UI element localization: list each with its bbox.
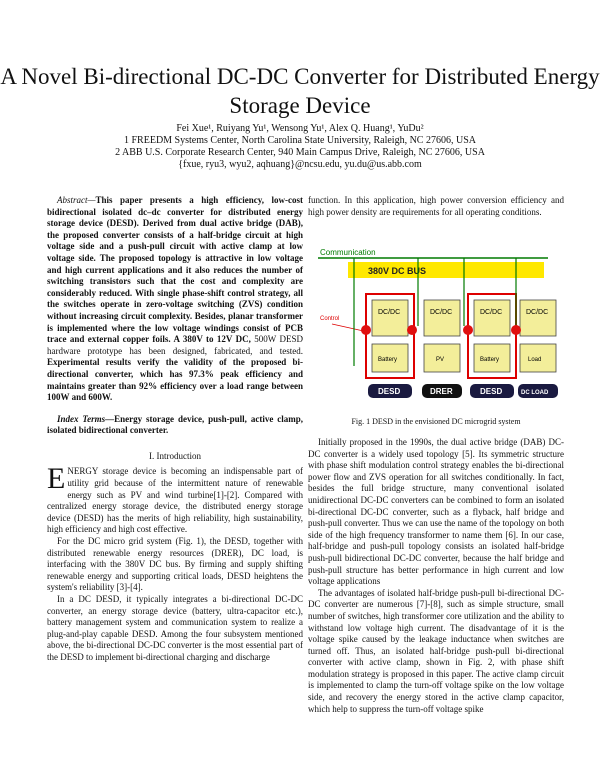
pv-label: PV: [436, 357, 444, 363]
author-names: Fei Xue¹, Ruiyang Yu¹, Wensong Yu¹, Alex…: [176, 123, 424, 134]
dc-bus-label: 380V DC BUS: [368, 266, 426, 276]
pv-box: [423, 343, 461, 373]
dcdc-box-3: [473, 299, 511, 337]
right-column-body: Initially proposed in the 1990s, the dua…: [308, 437, 564, 715]
battery-label-2: Battery: [480, 357, 499, 363]
load-box: [519, 343, 557, 373]
desd-outline-2: [467, 293, 517, 379]
desd-tag-label-1: DESD: [378, 387, 400, 396]
right-paragraph-1: Initially proposed in the 1990s, the dua…: [308, 437, 564, 587]
abstract-label: Abstract—: [57, 195, 96, 205]
control-label: Control: [320, 316, 339, 322]
index-terms-label: Index Terms: [57, 413, 106, 424]
left-column: Abstract—This paper presents a high effi…: [47, 195, 303, 664]
abstract-plain: 500W DESD hardware prototype has been de…: [47, 334, 303, 356]
author-emails: {fxue, ryu3, wyu2, aqhuang}@ncsu.edu, yu…: [178, 159, 422, 170]
dcdc-label-3: DC/DC: [480, 309, 502, 316]
drer-tag: [422, 384, 462, 398]
right-paragraph-2: The advantages of isolated half-bridge p…: [308, 587, 564, 714]
drer-tag-label: DRER: [430, 387, 453, 396]
intro-paragraph-2: For the DC micro grid system (Fig. 1), t…: [47, 536, 303, 593]
affiliation-2: 2 ABB U.S. Corporate Research Center, 94…: [115, 147, 485, 158]
affiliation-1: 1 FREEDM Systems Center, North Carolina …: [124, 135, 476, 146]
drop-cap: E: [47, 462, 66, 496]
dcload-tag-label: DC LOAD: [521, 390, 549, 396]
dcdc-box-4: [519, 299, 557, 337]
dcload-tag: [518, 384, 558, 398]
microgrid-figure: Communication 380V DC BUS Control DC/DC …: [318, 248, 558, 398]
abstract-bold: This paper presents a high efficiency, l…: [47, 195, 303, 345]
control-node-2: [407, 325, 417, 335]
battery-box-2: [473, 343, 511, 373]
desd-tag-label-2: DESD: [480, 387, 502, 396]
right-paragraph-0: function. In this application, high powe…: [308, 195, 564, 217]
intro-paragraph-3: In a DC DESD, it typically integrates a …: [47, 594, 303, 662]
communication-label: Communication: [320, 248, 376, 257]
control-node-3: [463, 325, 473, 335]
desd-tag-2: [470, 384, 514, 398]
control-node-4: [511, 325, 521, 335]
battery-label-1: Battery: [378, 357, 397, 363]
index-terms-text: —Energy storage device, push-pull, activ…: [47, 413, 303, 436]
author-block: Fei Xue¹, Ruiyang Yu¹, Wensong Yu¹, Alex…: [0, 123, 600, 171]
dcdc-label-1: DC/DC: [378, 309, 400, 316]
section-heading-introduction: I. Introduction: [149, 450, 201, 461]
abstract-bold-2: Experimental results verify the validity…: [47, 357, 303, 403]
dcdc-box-2: [423, 299, 461, 337]
abstract: Abstract—This paper presents a high effi…: [47, 195, 303, 404]
right-column-top: function. In this application, high powe…: [308, 195, 564, 218]
dcdc-label-2: DC/DC: [430, 309, 452, 316]
desd-outline-1: [365, 293, 415, 379]
load-box-label: Load: [528, 357, 541, 363]
dc-bus: [348, 262, 544, 278]
paper-title: A Novel Bi-directional DC-DC Converter f…: [0, 64, 600, 118]
dcdc-label-4: DC/DC: [526, 309, 548, 316]
control-node-1: [361, 325, 371, 335]
dcdc-box-1: [371, 299, 409, 337]
desd-tag-1: [368, 384, 412, 398]
figure-caption: Fig. 1 DESD in the envisioned DC microgr…: [351, 417, 521, 426]
battery-box-1: [371, 343, 409, 373]
index-terms: Index Terms—Energy storage device, push-…: [47, 414, 303, 437]
